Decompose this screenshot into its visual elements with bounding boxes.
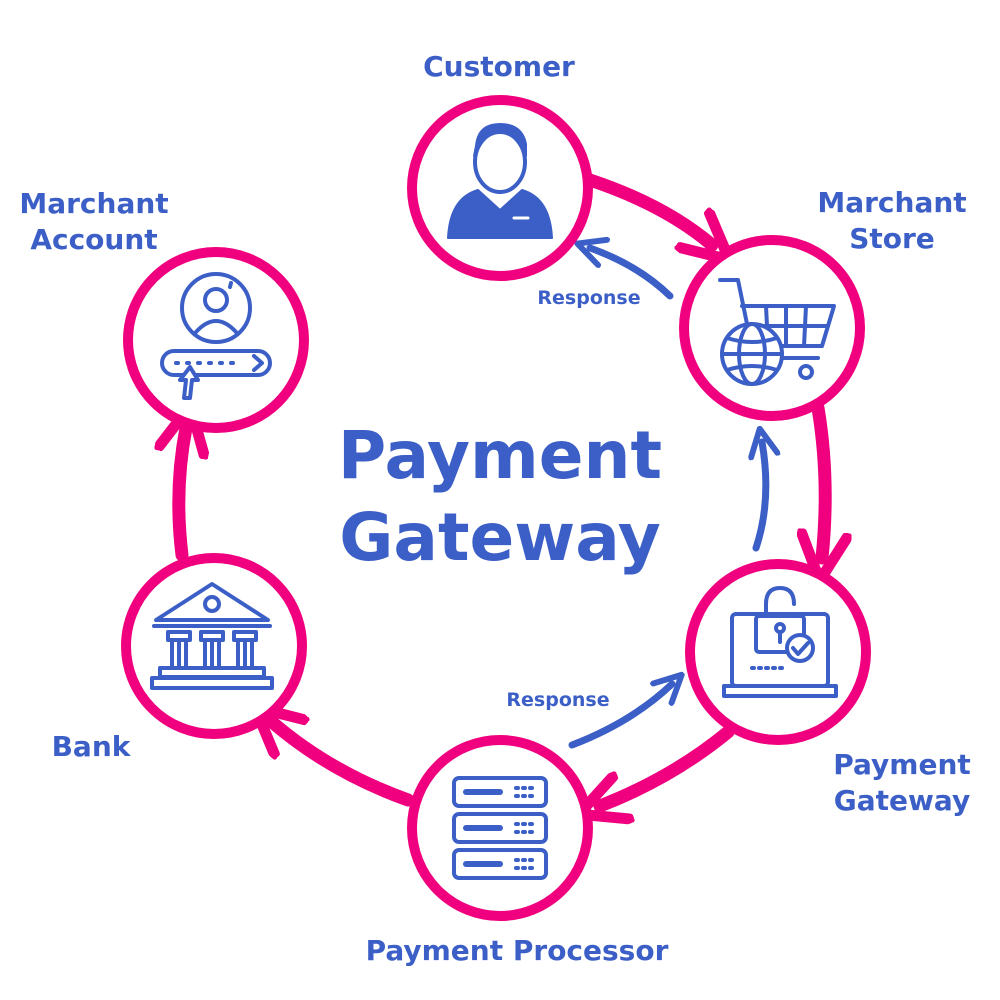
processor-label: Payment Processor bbox=[366, 934, 669, 967]
laptop-lock-icon bbox=[722, 586, 838, 698]
store-label-line2: Store bbox=[849, 222, 935, 255]
response-label-top: Response bbox=[537, 287, 640, 309]
response-arrow-store-to-customer bbox=[590, 248, 674, 300]
response-arrow-gateway-to-store bbox=[756, 442, 766, 552]
flow-arrows bbox=[179, 173, 825, 807]
account-label-line2: Account bbox=[30, 223, 157, 256]
diagram-title-line2: Gateway bbox=[339, 499, 661, 576]
response-arrows bbox=[568, 248, 766, 749]
arrow-store-to-gateway bbox=[818, 401, 825, 558]
gateway-label-line1: Payment bbox=[833, 748, 971, 781]
arrow-processor-to-bank bbox=[272, 722, 415, 807]
gateway-label-line2: Gateway bbox=[834, 784, 970, 817]
shopping-cart-globe-icon bbox=[718, 278, 836, 386]
arrow-bank-to-account bbox=[179, 428, 186, 562]
account-label-line1: Marchant bbox=[19, 187, 168, 220]
server-icon bbox=[452, 776, 548, 880]
customer-label: Customer bbox=[423, 50, 575, 83]
bank-icon bbox=[150, 582, 274, 690]
arrow-gateway-to-processor bbox=[600, 725, 735, 806]
response-arrow-processor-to-gateway bbox=[568, 684, 672, 749]
arrow-customer-to-store bbox=[583, 173, 712, 245]
user-login-icon bbox=[160, 272, 272, 400]
bank-label: Bank bbox=[52, 730, 132, 763]
diagram-title-line1: Payment bbox=[338, 417, 662, 494]
response-label-bottom: Response bbox=[506, 689, 609, 711]
store-label-line1: Marchant bbox=[817, 186, 966, 219]
customer-icon bbox=[447, 123, 553, 239]
